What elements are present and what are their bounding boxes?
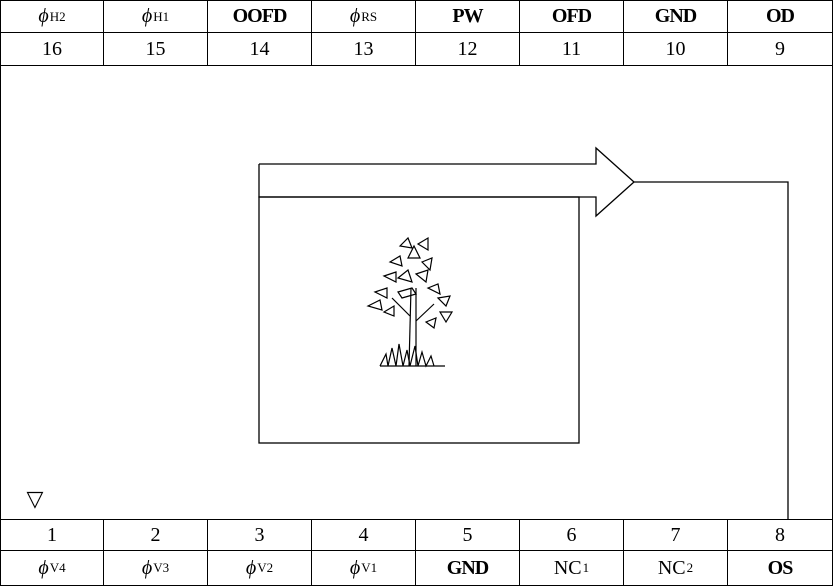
pin-name-14: OOFD — [208, 1, 312, 33]
pin-number-12: 12 — [416, 33, 520, 66]
sensor-diagram: ▽ — [27, 146, 789, 519]
pin-number-10: 10 — [624, 33, 728, 66]
pin-name-5: GND — [416, 551, 520, 586]
horizontal-register-arrow — [258, 146, 789, 519]
frame-left-border — [0, 66, 1, 519]
pin1-marker-icon: ▽ — [27, 487, 44, 512]
pin-number-7: 7 — [624, 520, 728, 551]
pin-name-12: PW — [416, 1, 520, 33]
pin-name-8: OS — [728, 551, 833, 586]
pin-number-9: 9 — [728, 33, 833, 66]
pin-name-9: OD — [728, 1, 833, 33]
pin-number-14: 14 — [208, 33, 312, 66]
pin-number-2: 2 — [104, 520, 208, 551]
pin-number-3: 3 — [208, 520, 312, 551]
pin-number-6: 6 — [520, 520, 624, 551]
pin-number-1: 1 — [0, 520, 104, 551]
pin-number-8: 8 — [728, 520, 833, 551]
pin-number-13: 13 — [312, 33, 416, 66]
top-pin-numbers: 16 15 14 13 12 11 10 9 — [0, 33, 833, 66]
pin-number-16: 16 — [0, 33, 104, 66]
pin-number-4: 4 — [312, 520, 416, 551]
pin-name-10: GND — [624, 1, 728, 33]
pin-name-11: OFD — [520, 1, 624, 33]
pin-number-11: 11 — [520, 33, 624, 66]
tree-icon — [366, 236, 454, 368]
pin-number-15: 15 — [104, 33, 208, 66]
image-area — [258, 196, 580, 444]
pin-number-5: 5 — [416, 520, 520, 551]
bottom-pin-numbers: 1 2 3 4 5 6 7 8 — [0, 519, 833, 551]
